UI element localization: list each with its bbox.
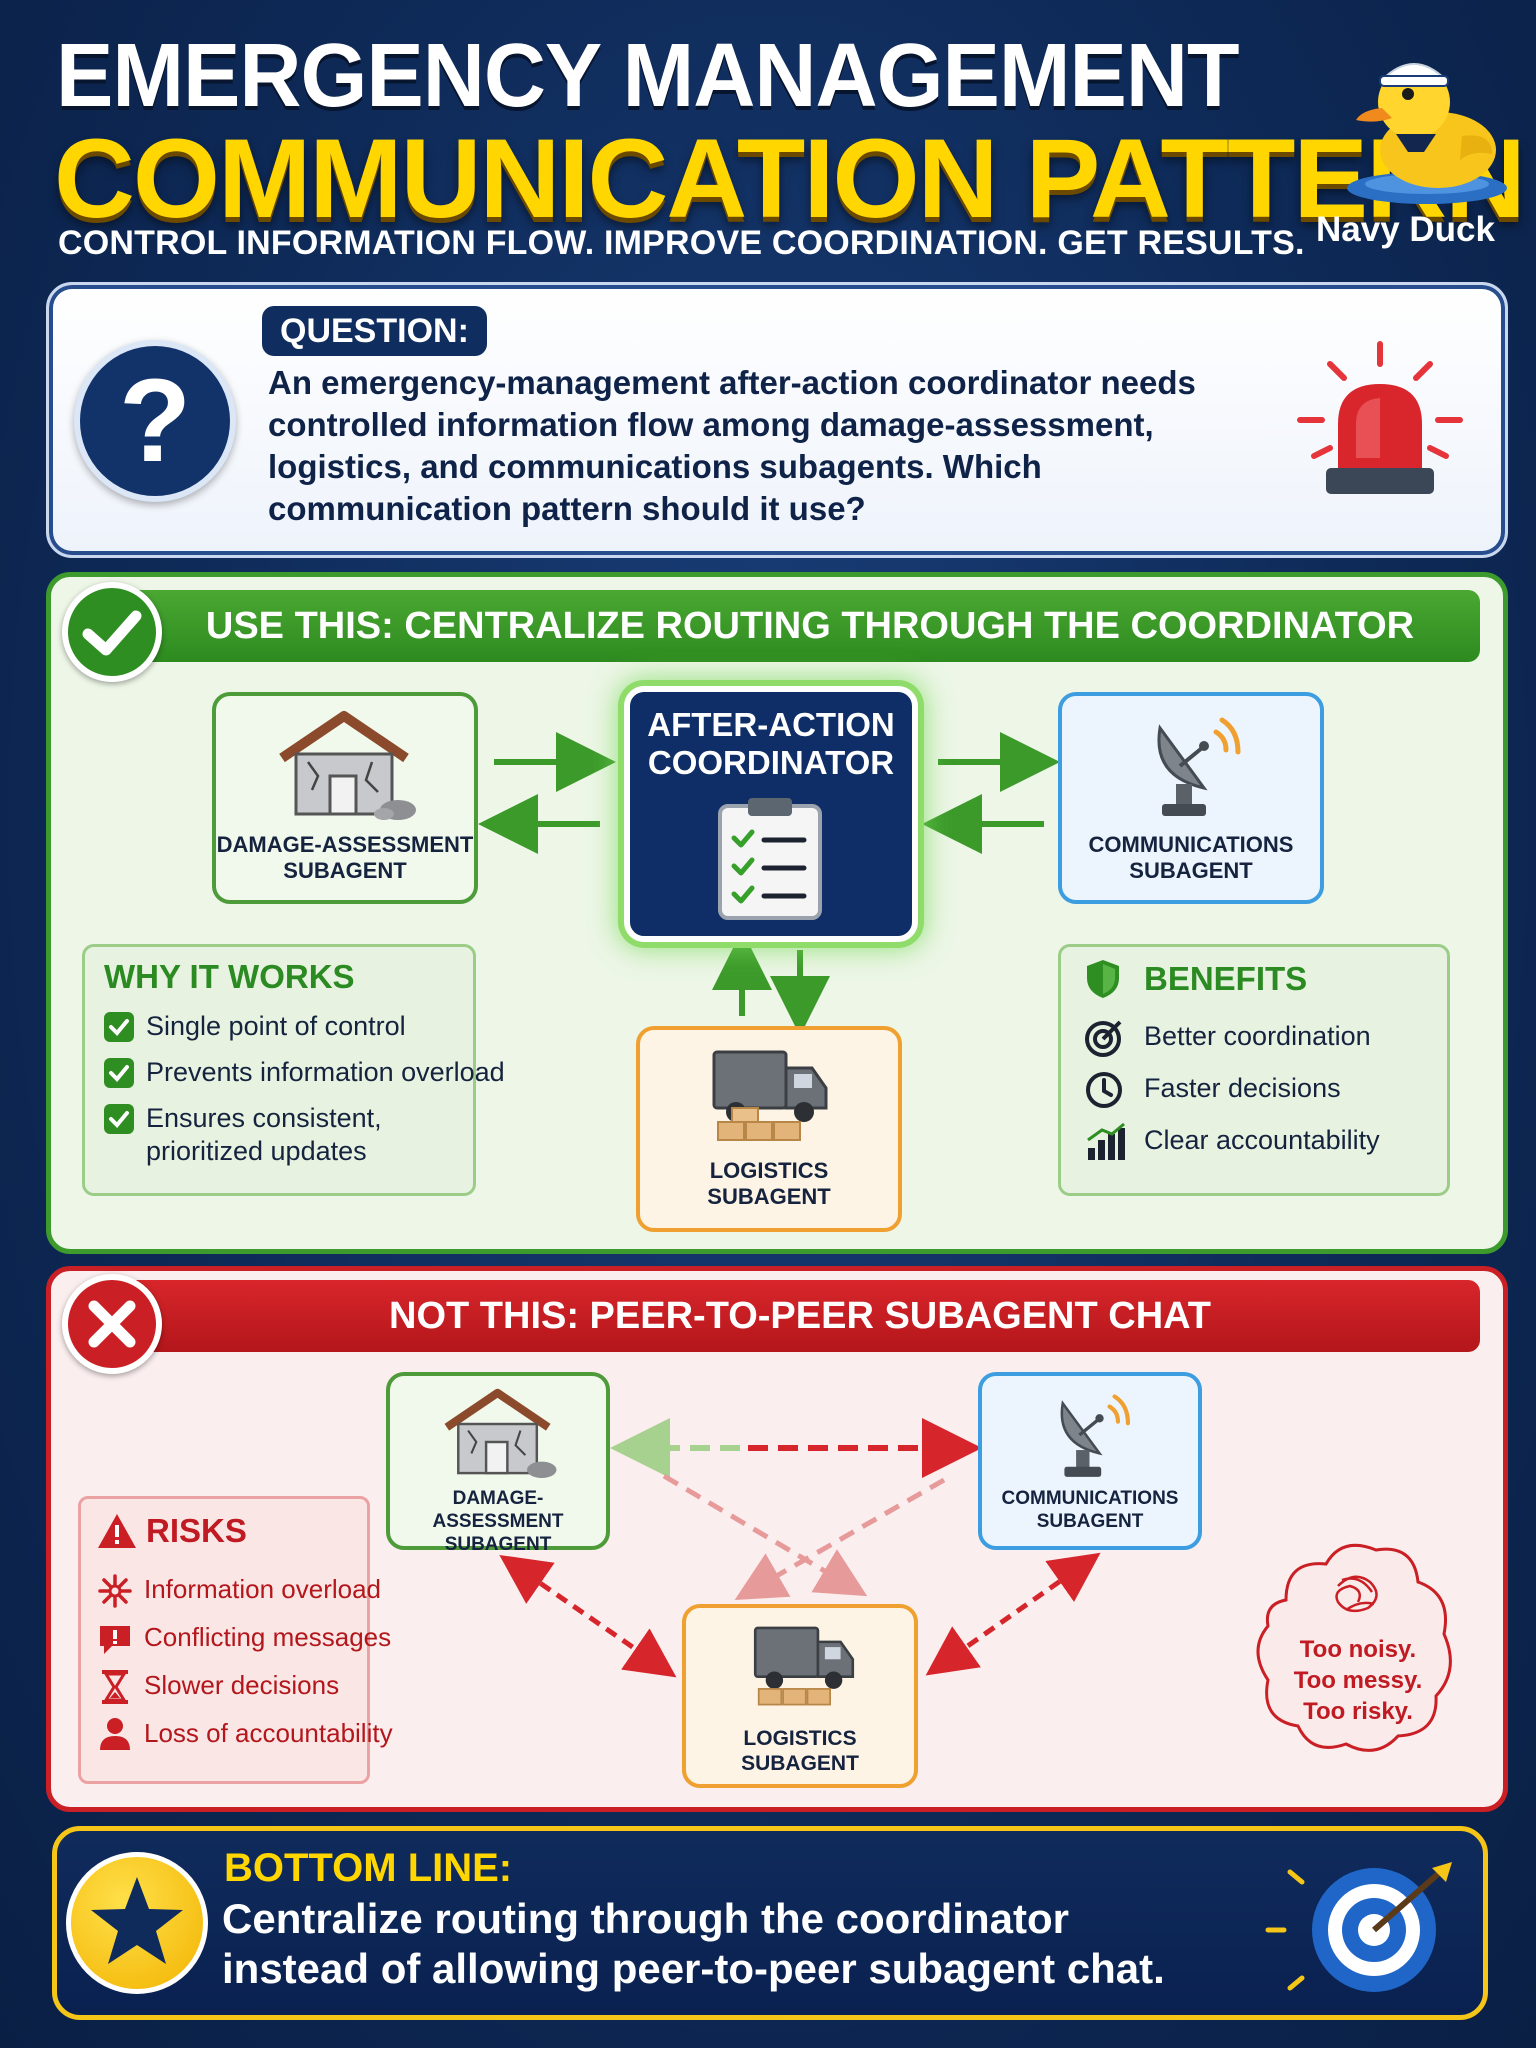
star-icon	[66, 1852, 208, 1994]
clock-icon	[1086, 1072, 1122, 1108]
not-this-banner-text: NOT THIS: PEER-TO-PEER SUBAGENT CHAT	[389, 1295, 1211, 1337]
benefits-title: BENEFITS	[1144, 960, 1308, 997]
delivery-truck-icon	[712, 1050, 828, 1141]
x-mark-icon	[62, 1274, 162, 1374]
siren-icon	[1297, 341, 1463, 494]
hourglass-icon	[102, 1670, 128, 1704]
benefit-1: Better coordination	[1144, 1021, 1371, 1051]
communications-peer-label: COMMUNICATIONS SUBAGENT	[1001, 1488, 1179, 1532]
why-it-works-title: WHY IT WORKS	[104, 958, 355, 995]
question-text: An emergency-management after-action coo…	[268, 364, 1196, 527]
why-item-2: Prevents information overload	[146, 1057, 505, 1087]
warning-text: Too noisy. Too messy. Too risky.	[1293, 1636, 1423, 1725]
bottom-line-title: BOTTOM LINE:	[224, 1846, 513, 1890]
benefit-2: Faster decisions	[1144, 1073, 1341, 1103]
use-this-banner-text: USE THIS: CENTRALIZE ROUTING THROUGH THE…	[205, 605, 1415, 647]
why-it-works-box	[82, 944, 476, 1196]
check-icon	[104, 1104, 134, 1134]
risk-2: Conflicting messages	[144, 1622, 392, 1652]
communications-node: COMMUNICATIONS SUBAGENT	[1058, 692, 1324, 904]
check-icon	[104, 1058, 134, 1088]
bottom-line-text: Centralize routing through the coordinat…	[222, 1895, 1165, 1992]
logistics-peer-label: LOGISTICS SUBAGENT	[741, 1727, 859, 1776]
thought-cloud-icon	[1256, 1543, 1452, 1752]
growth-chart-icon	[1087, 1122, 1125, 1160]
why-item-3: Ensures consistent,	[146, 1103, 382, 1133]
benefit-3: Clear accountability	[1144, 1125, 1380, 1155]
warning-triangle-icon	[98, 1514, 136, 1548]
damage-assessment-label: DAMAGE-ASSESSMENT SUBAGENT	[216, 832, 474, 884]
check-icon	[104, 1012, 134, 1042]
damaged-house-icon	[279, 711, 416, 820]
logistics-node-peer: LOGISTICS SUBAGENT	[682, 1604, 918, 1788]
risks-title: RISKS	[146, 1512, 247, 1549]
damage-assessment-node-peer: DAMAGE-ASSESSMENT SUBAGENT	[386, 1372, 610, 1555]
target-icon	[1085, 1020, 1122, 1057]
risk-1: Information overload	[144, 1574, 382, 1604]
not-this-banner	[110, 1280, 1480, 1352]
title-line-1: EMERGENCY MANAGEMENT	[56, 25, 1239, 126]
alert-message-icon	[100, 1626, 130, 1654]
use-this-banner	[110, 590, 1480, 662]
question-mark-icon: ?	[74, 340, 236, 502]
logistics-node: LOGISTICS SUBAGENT	[636, 1026, 902, 1232]
coordinator-label: AFTER-ACTION COORDINATOR	[647, 706, 895, 781]
damaged-house-icon	[444, 1388, 557, 1478]
target-dart-icon	[1265, 1862, 1452, 1992]
overload-burst-icon	[98, 1574, 132, 1608]
delivery-truck-icon	[753, 1626, 855, 1706]
person-icon	[100, 1718, 130, 1750]
clipboard-checklist-icon	[718, 798, 822, 920]
brand-name: Navy Duck	[1316, 210, 1495, 249]
risk-4: Loss of accountability	[144, 1718, 393, 1748]
damage-assessment-node: DAMAGE-ASSESSMENT SUBAGENT	[212, 692, 478, 904]
communications-node-peer: COMMUNICATIONS SUBAGENT	[978, 1372, 1202, 1550]
damage-assessment-peer-label: DAMAGE-ASSESSMENT SUBAGENT	[432, 1488, 564, 1555]
shield-icon	[1087, 960, 1119, 998]
question-tag: QUESTION:	[262, 306, 487, 356]
satellite-dish-icon	[1157, 717, 1241, 816]
checkmark-icon	[62, 582, 162, 682]
title-line-2: COMMUNICATION PATTERN	[54, 116, 1526, 241]
satellite-dish-icon	[1060, 1394, 1131, 1477]
communications-label: COMMUNICATIONS SUBAGENT	[1088, 832, 1294, 884]
logistics-label: LOGISTICS SUBAGENT	[707, 1158, 831, 1210]
risk-3: Slower decisions	[144, 1670, 340, 1700]
why-item-3-cont: prioritized updates	[146, 1136, 367, 1166]
why-item-1: Single point of control	[146, 1011, 406, 1041]
subtitle: CONTROL INFORMATION FLOW. IMPROVE COORDI…	[58, 224, 1305, 262]
bottom-line-panel	[52, 1826, 1488, 2020]
duck-mascot-icon	[1347, 63, 1507, 204]
